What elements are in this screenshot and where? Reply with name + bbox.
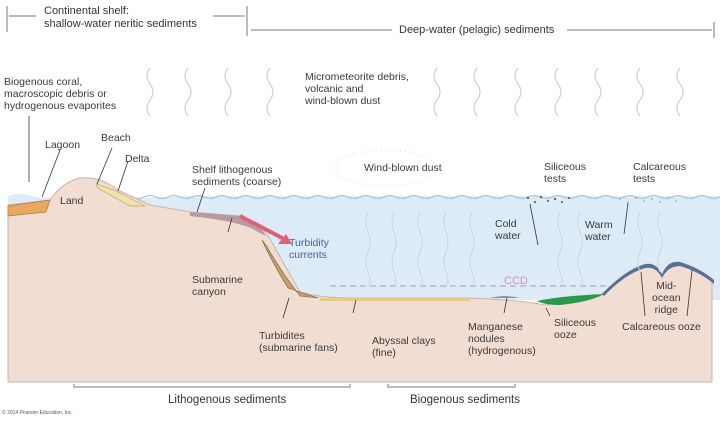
- label-pointers: [28, 116, 693, 319]
- wind-blown-dust-cloud: [334, 149, 436, 187]
- label-lithogenous-sediments: Lithogenous sediments: [168, 394, 287, 406]
- label-submarine-canyon: Submarine canyon: [192, 274, 243, 298]
- label-siliceous-ooze: Siliceous ooze: [554, 317, 597, 341]
- siliceous-tests-particles: [526, 195, 570, 203]
- label-delta: Delta: [125, 153, 150, 165]
- airborne-squiggles: [146, 67, 684, 117]
- turbidites-fan: [261, 239, 319, 299]
- label-biogenous-coral: Biogenous coral, macroscopic debris or h…: [4, 76, 117, 112]
- label-abyssal-clays: Abyssal clays (fine): [372, 335, 436, 359]
- deep-water-bracket: [251, 22, 715, 38]
- label-turbidity-currents: Turbidity currents: [289, 237, 329, 261]
- continental-shelf-bracket: [6, 6, 248, 36]
- label-cold-water: Cold water: [495, 218, 521, 242]
- label-manganese-nodules: Manganese nodules (hydrogenous): [468, 321, 536, 357]
- copyright: © 2014 Pearson Education, Inc.: [2, 410, 73, 416]
- beach-delta-sediment: [95, 183, 146, 207]
- label-ccd: CCD: [504, 275, 528, 287]
- continental-shelf-header: Continental shelf: shallow-water neritic…: [44, 5, 197, 30]
- turbidity-arrow-icon: [278, 234, 292, 244]
- label-beach: Beach: [101, 132, 131, 144]
- deep-water-header: Deep-water (pelagic) sediments: [399, 24, 555, 36]
- label-biogenous-sediments: Biogenous sediments: [410, 394, 520, 406]
- lagoon-sediment: [7, 199, 51, 217]
- label-warm-water: Warm water: [585, 219, 613, 243]
- label-land: Land: [60, 195, 84, 207]
- sediment-type-brackets: [73, 384, 516, 388]
- settling-particles-lines: [365, 211, 663, 287]
- label-calcareous-tests: Calcareous tests: [633, 161, 687, 185]
- label-wind-blown-dust: Wind-blown dust: [364, 162, 442, 174]
- label-calcareous-ooze: Calcareous ooze: [622, 321, 701, 333]
- calcareous-tests-particles: [619, 197, 677, 203]
- label-lagoon: Lagoon: [45, 139, 81, 151]
- abyssal-clay-layer: [320, 298, 470, 301]
- manganese-nodules-layer: [490, 296, 520, 298]
- label-shelf-lithogenous: Shelf lithogenous sediments (coarse): [192, 164, 282, 188]
- shelf-lithogenous-sediment: [190, 212, 266, 236]
- siliceous-ooze-layer: [537, 294, 604, 305]
- label-micrometeorite: Micrometeorite debris, volcanic and wind…: [305, 71, 409, 107]
- label-turbidites: Turbidites (submarine fans): [259, 330, 338, 354]
- calcareous-ooze-layer: [602, 261, 714, 296]
- label-siliceous-tests: Siliceous tests: [544, 161, 587, 185]
- water-surface: [119, 195, 720, 199]
- label-mid-ocean-ridge: Mid- ocean ridge: [652, 280, 681, 316]
